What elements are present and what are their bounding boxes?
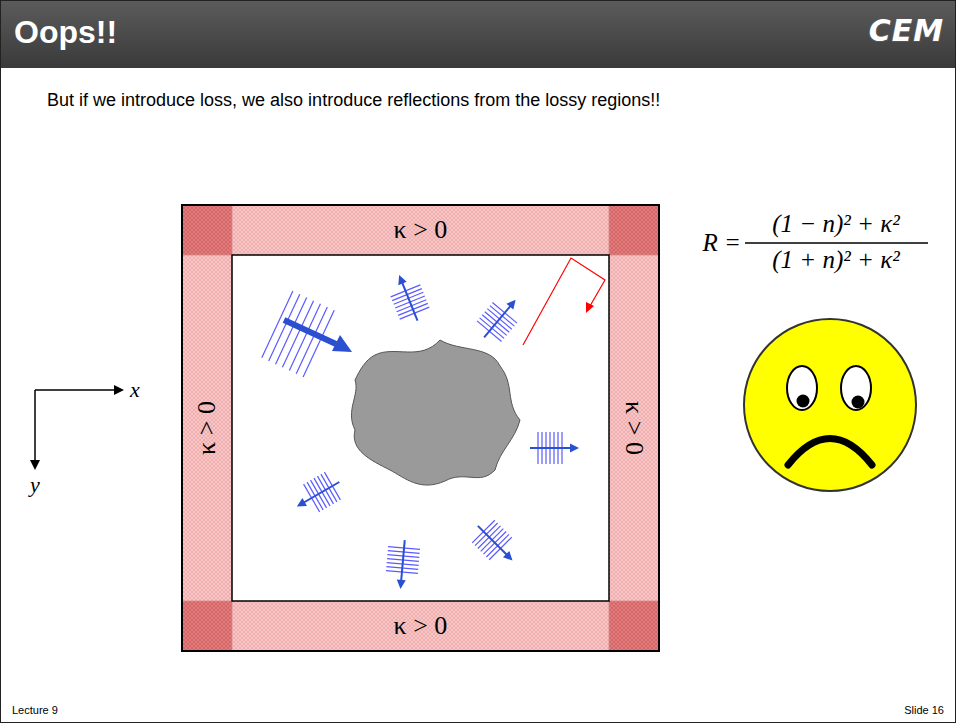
scatterer	[351, 340, 520, 485]
equation-numerator: (1 − n)² + κ²	[772, 210, 899, 238]
reflected-ray	[523, 258, 605, 345]
title-bar	[0, 0, 956, 68]
incident-wave	[262, 291, 352, 377]
lossy-band: κ > 0	[182, 255, 232, 601]
band-label: κ > 0	[394, 215, 448, 245]
footer-text: Slide 16	[904, 704, 944, 716]
lossy-band: κ > 0	[182, 601, 659, 651]
lossy-frame	[182, 205, 659, 651]
footer-text: Lecture 9	[12, 704, 58, 716]
equation-lhs: R =	[703, 229, 741, 257]
body-text: But if we introduce loss, we also introd…	[47, 90, 660, 111]
logo: CEM	[869, 13, 944, 48]
band-label: κ > 0	[394, 611, 448, 641]
lossy-band: κ > 0	[182, 205, 659, 255]
sad-face	[744, 319, 916, 491]
fraction-bar	[745, 242, 928, 243]
axes	[30, 385, 124, 470]
slide-title: Oops!!	[14, 14, 117, 51]
lossy-band: κ > 0	[609, 255, 659, 601]
axis-label: x	[130, 377, 140, 403]
band-label: κ > 0	[619, 401, 649, 455]
equation-denominator: (1 + n)² + κ²	[772, 246, 899, 274]
axis-label: y	[30, 472, 40, 498]
band-label: κ > 0	[192, 401, 222, 455]
scattered-waves	[289, 269, 579, 590]
